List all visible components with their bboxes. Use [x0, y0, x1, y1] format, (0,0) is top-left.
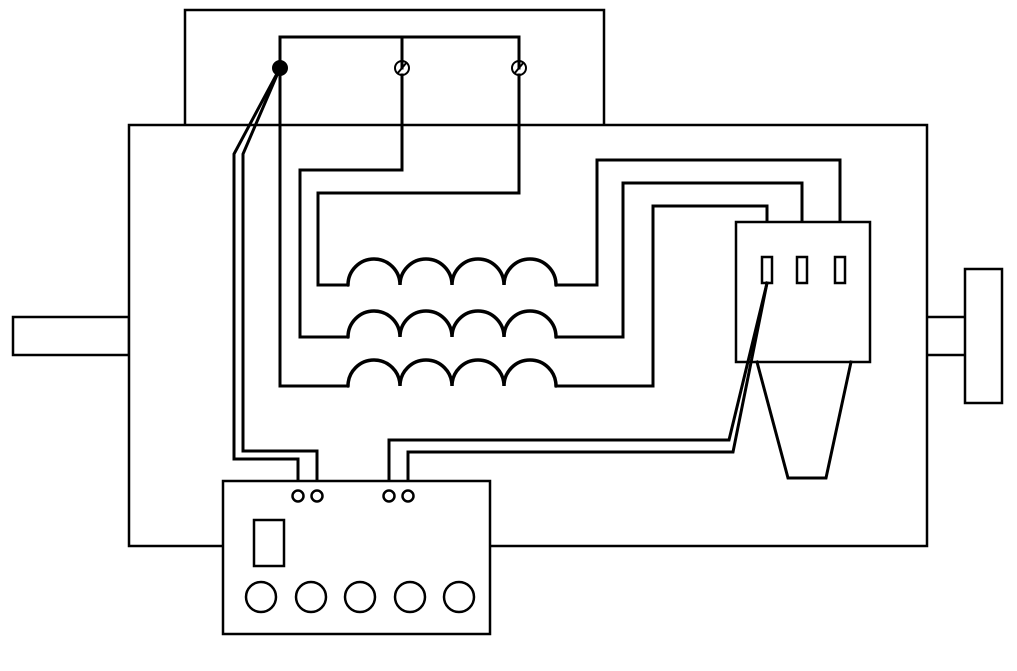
ground-wire-a [232, 65, 300, 495]
winding-lead-1 [316, 73, 521, 287]
brush-holder [734, 220, 872, 364]
brush-1 [760, 255, 774, 285]
coil-output-2 [554, 181, 804, 339]
ground-wire-b [241, 66, 319, 495]
switch-rectangle-icon [252, 518, 286, 568]
winding-lead-2 [298, 73, 404, 339]
winding-coil-2 [346, 309, 558, 339]
left-shaft [11, 315, 131, 357]
control-terminal-3 [382, 489, 396, 503]
knob-3-circle-icon [343, 580, 377, 614]
winding-coil-1 [346, 257, 558, 287]
coil-output-1 [554, 158, 842, 287]
control-terminal-1 [291, 489, 305, 503]
right-shaft [924, 315, 968, 357]
pulley [963, 267, 1004, 405]
brush-wire-b [406, 281, 769, 495]
knob-1-circle-icon [244, 580, 278, 614]
winding-lead-3 [278, 73, 350, 388]
knob-5-circle-icon [442, 580, 476, 614]
terminal-bus [278, 35, 521, 70]
brush-3 [833, 255, 847, 285]
brush-wire-a [387, 281, 769, 495]
knob-4-circle-icon [393, 580, 427, 614]
control-terminal-4 [401, 489, 415, 503]
brush-holder-base [755, 360, 853, 480]
control-terminal-2 [310, 489, 324, 503]
knob-2-circle-icon [294, 580, 328, 614]
brush-2 [795, 255, 809, 285]
winding-coil-3 [346, 358, 558, 388]
